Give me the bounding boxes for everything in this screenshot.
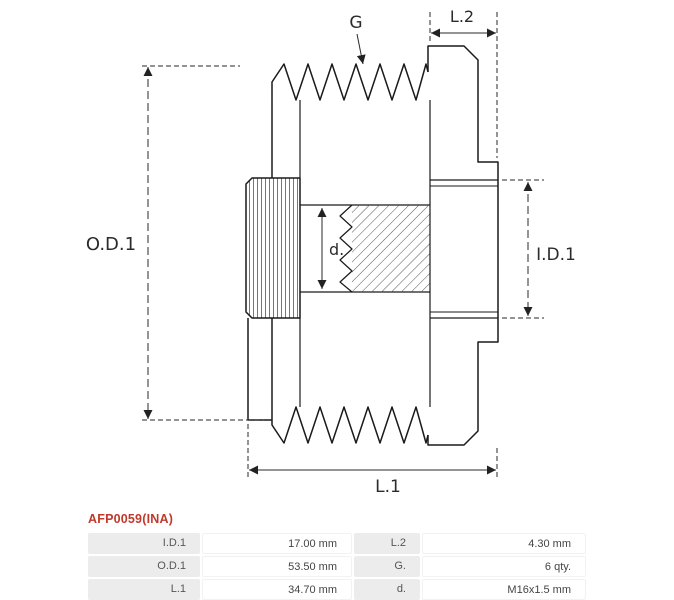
part-number: AFP0059(INA) [88, 512, 174, 526]
dimension-lines [142, 12, 544, 478]
spec-label: L.2 [354, 533, 420, 554]
left-notch [247, 318, 272, 421]
spec-label: O.D.1 [88, 556, 200, 577]
label-id1: I.D.1 [536, 245, 576, 265]
thread-hatch [352, 205, 430, 292]
spec-value: 53.50 mm [202, 556, 352, 577]
label-d: d. [329, 240, 344, 259]
spec-table: I.D.1 17.00 mm L.2 4.30 mm O.D.1 53.50 m… [88, 533, 586, 600]
spec-label: I.D.1 [88, 533, 200, 554]
label-g: G [349, 13, 362, 33]
pulley-cross-section-svg: G L.2 O.D.1 I.D.1 d. L.1 [86, 7, 576, 497]
dimension-id1 [502, 179, 544, 319]
spec-value: 17.00 mm [202, 533, 352, 554]
pulley-body [245, 45, 499, 446]
spec-value: 34.70 mm [202, 579, 352, 600]
technical-drawing: G L.2 O.D.1 I.D.1 d. L.1 [86, 7, 576, 497]
dimension-l2 [429, 12, 498, 158]
dimension-od1 [142, 65, 264, 421]
top-grooves [271, 63, 429, 101]
label-l1: L.1 [375, 477, 401, 497]
spec-value: M16x1.5 mm [422, 579, 586, 600]
label-l2: L.2 [450, 7, 474, 26]
label-od1: O.D.1 [86, 234, 136, 255]
knurled-hub [245, 177, 301, 319]
leader-g [356, 33, 366, 65]
drawing-labels: G L.2 O.D.1 I.D.1 d. L.1 [86, 7, 576, 497]
right-housing [427, 45, 499, 446]
spec-value: 6 qty. [422, 556, 586, 577]
spec-value: 4.30 mm [422, 533, 586, 554]
spec-label: L.1 [88, 579, 200, 600]
spec-label: d. [354, 579, 420, 600]
dimension-l1 [247, 424, 498, 478]
spec-label: G. [354, 556, 420, 577]
bottom-grooves [271, 406, 429, 444]
